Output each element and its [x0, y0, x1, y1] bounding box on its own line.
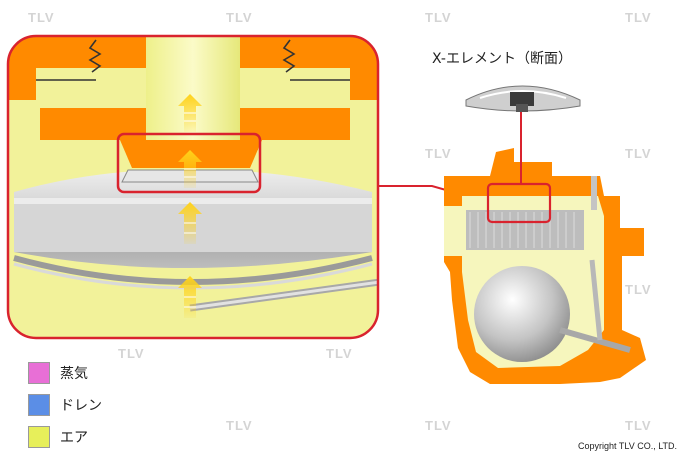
- legend-item-steam: 蒸気: [28, 362, 88, 384]
- zoom-panel: [8, 36, 378, 338]
- watermark: TLV: [625, 146, 652, 161]
- copyright: Copyright TLV CO., LTD.: [578, 441, 678, 451]
- trap-body: [444, 112, 646, 384]
- x-element-image: [465, 85, 581, 112]
- watermark: TLV: [226, 10, 253, 25]
- watermark: TLV: [326, 346, 353, 361]
- body-element-highlight: [486, 182, 552, 224]
- element-highlight: [116, 132, 262, 194]
- watermark: TLV: [425, 10, 452, 25]
- watermark: TLV: [118, 346, 145, 361]
- watermark: TLV: [625, 282, 652, 297]
- legend-item-condensate: ドレン: [28, 394, 102, 416]
- watermark: TLV: [28, 10, 55, 25]
- watermark: TLV: [425, 418, 452, 433]
- watermark: TLV: [625, 10, 652, 25]
- steam-swatch: [28, 362, 50, 384]
- legend-label: ドレン: [60, 398, 102, 414]
- air-swatch: [28, 426, 50, 448]
- legend-item-air: エア: [28, 426, 88, 448]
- x-element-label: X-エレメント（断面）: [432, 51, 572, 67]
- watermark: TLV: [425, 146, 452, 161]
- condensate-swatch: [28, 394, 50, 416]
- legend-label: エア: [60, 430, 88, 446]
- watermark: TLV: [625, 418, 652, 433]
- legend-label: 蒸気: [60, 366, 88, 382]
- float-ball: [474, 266, 570, 362]
- watermark: TLV: [226, 418, 253, 433]
